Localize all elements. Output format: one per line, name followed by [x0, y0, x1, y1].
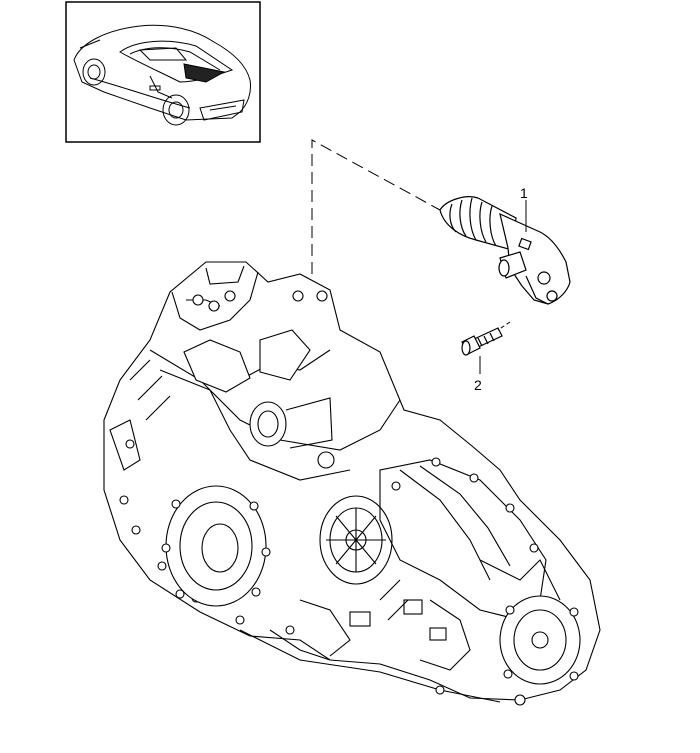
- car-silhouette-icon: [73, 24, 251, 126]
- inset-frame: [65, 1, 261, 143]
- transmission-icon: [103, 261, 601, 706]
- callout-label-1: 1: [520, 185, 528, 201]
- bolt-axis-line: [497, 321, 511, 331]
- clutch-slave-cylinder: [439, 196, 571, 305]
- callout-label-2: 2: [474, 377, 482, 393]
- bolt: [461, 327, 503, 356]
- dashed-reference-line: [311, 139, 441, 400]
